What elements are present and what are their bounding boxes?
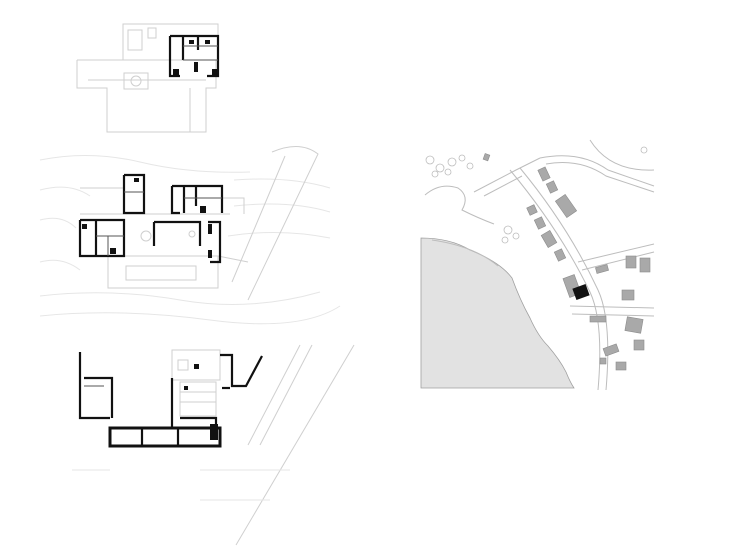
site-building <box>562 274 590 301</box>
ground-floor-plan <box>39 146 341 325</box>
site-plan <box>420 139 655 391</box>
neighbour-buildings <box>526 166 651 371</box>
water-area <box>420 237 575 389</box>
lower-floor-plan <box>72 344 355 546</box>
vegetation <box>425 146 648 244</box>
upper-floor-plan <box>76 23 220 133</box>
